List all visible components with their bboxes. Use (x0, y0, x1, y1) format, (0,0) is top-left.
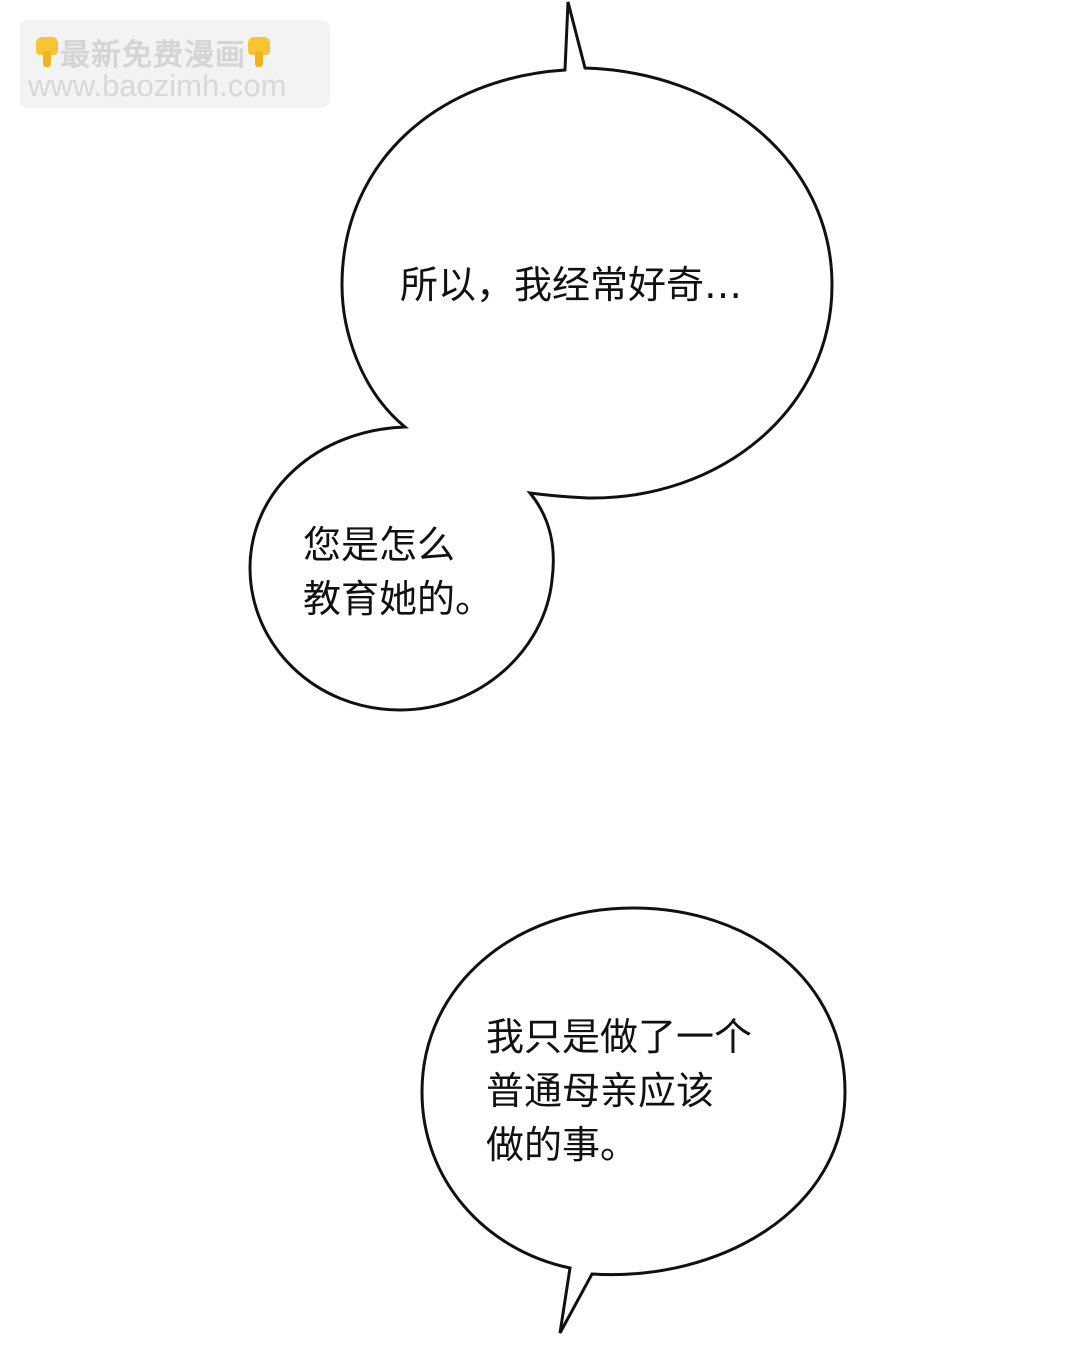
speech-bubble-1-text: 所以，我经常好奇… (400, 258, 742, 312)
watermark-title-row: 最新免费漫画 (34, 30, 272, 74)
speech-bubble-3-text: 我只是做了一个 普通母亲应该 做的事。 (486, 1010, 752, 1172)
speech-bubble-1-outline (248, 1, 834, 712)
watermark-title: 最新免费漫画 (60, 38, 246, 73)
dialogue-line: 所以，我经常好奇… (400, 263, 743, 307)
dialogue-line: 做的事。 (486, 1123, 639, 1167)
watermark-badge: 最新免费漫画 www.baozimh.com (20, 20, 330, 108)
pointing-down-hand-icon (34, 35, 60, 69)
dialogue-line: 教育她的。 (303, 577, 494, 621)
pointing-down-hand-icon (246, 35, 272, 69)
dialogue-line: 您是怎么 (303, 523, 456, 567)
watermark-url: www.baozimh.com (28, 68, 287, 103)
dialogue-line: 我只是做了一个 (486, 1015, 753, 1059)
dialogue-line: 普通母亲应该 (486, 1069, 715, 1113)
speech-bubble-3-outline (420, 906, 847, 1334)
speech-bubble-2-text: 您是怎么 教育她的。 (303, 518, 493, 626)
